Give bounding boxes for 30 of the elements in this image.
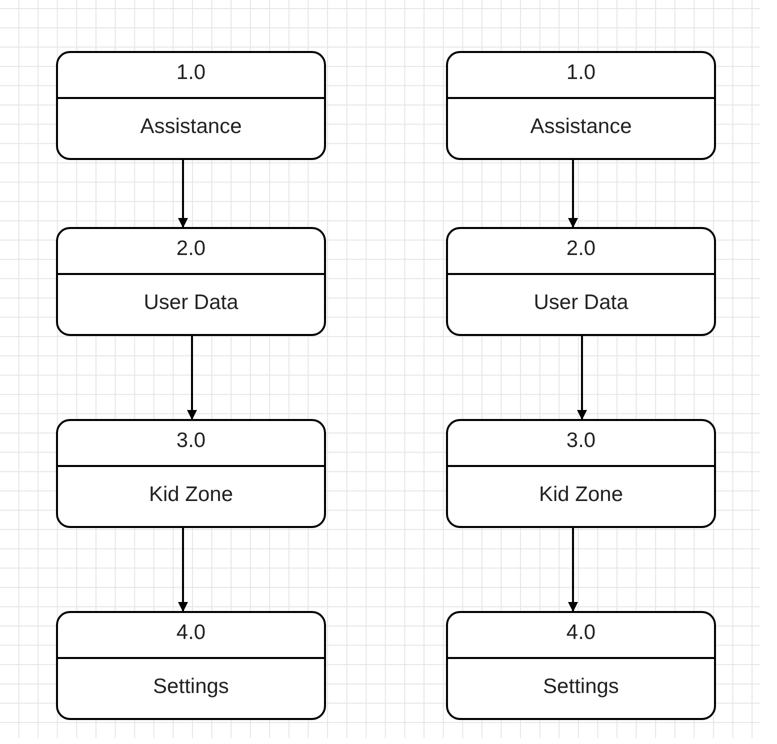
process-label: Assistance xyxy=(139,115,243,139)
process-box xyxy=(446,419,716,528)
process-label: Kid Zone xyxy=(538,483,624,507)
process-number: 3.0 xyxy=(565,429,597,453)
process-label: User Data xyxy=(532,291,630,315)
process-box xyxy=(446,51,716,160)
process-label: Settings xyxy=(152,675,230,699)
process-number: 1.0 xyxy=(565,61,597,85)
process-number: 2.0 xyxy=(175,237,207,261)
process-label: Settings xyxy=(542,675,620,699)
process-box xyxy=(56,419,326,528)
process-number: 4.0 xyxy=(175,621,207,645)
arrow xyxy=(577,336,587,420)
process-number: 3.0 xyxy=(175,429,207,453)
process-label: User Data xyxy=(142,291,240,315)
process-label: Assistance xyxy=(529,115,633,139)
arrow xyxy=(178,160,188,228)
process-box xyxy=(56,227,326,336)
arrow xyxy=(568,528,578,612)
process-box xyxy=(446,611,716,720)
process-box xyxy=(56,51,326,160)
process-number: 1.0 xyxy=(175,61,207,85)
process-label: Kid Zone xyxy=(148,483,234,507)
process-box xyxy=(56,611,326,720)
arrow xyxy=(178,528,188,612)
arrow xyxy=(568,160,578,228)
process-number: 2.0 xyxy=(565,237,597,261)
arrow xyxy=(187,336,197,420)
process-number: 4.0 xyxy=(565,621,597,645)
process-box xyxy=(446,227,716,336)
